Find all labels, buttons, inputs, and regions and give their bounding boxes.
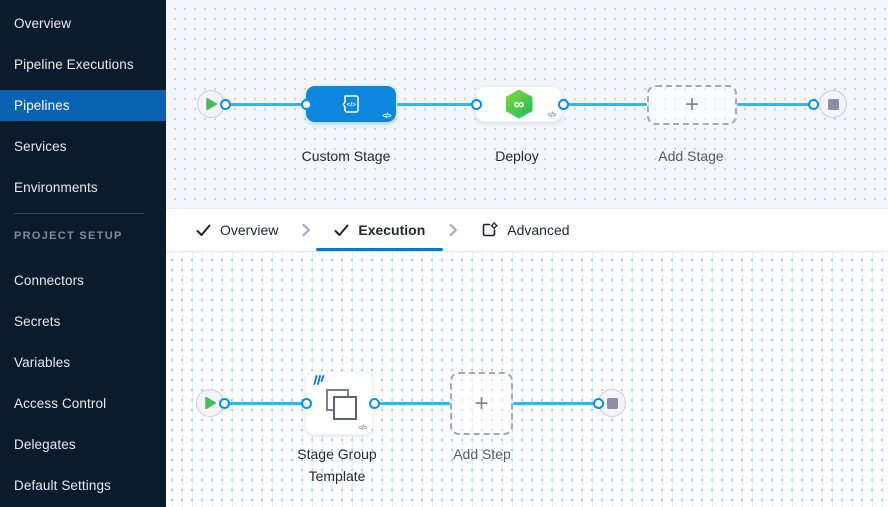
pipeline-studio-main: </> </> ∞ </> + (166, 0, 888, 507)
sidebar-section-project-setup: PROJECT SETUP (14, 230, 123, 242)
connector-dot[interactable] (368, 397, 380, 409)
connector-dot[interactable] (300, 98, 312, 110)
code-view-badge: </> (358, 425, 367, 432)
sidebar-item-access-control[interactable]: Access Control (14, 396, 107, 411)
stop-icon (606, 397, 618, 409)
play-icon (205, 98, 217, 110)
connector-dot[interactable] (300, 397, 312, 409)
play-icon (204, 397, 216, 409)
chevron-right-icon (447, 223, 459, 237)
stage-config-tabbar: Overview Execution (166, 208, 888, 252)
sidebar-item-variables[interactable]: Variables (14, 355, 71, 370)
code-view-badge: </> (547, 112, 556, 119)
connector-dot[interactable] (807, 98, 819, 110)
add-stage-label: Add Stage (658, 148, 724, 164)
plus-icon: + (474, 389, 489, 417)
custom-stage-node[interactable]: </> </> (306, 86, 396, 122)
add-step-label: Add Step (453, 446, 511, 462)
pipeline-edge (737, 102, 813, 106)
deploy-stage-label: Deploy (495, 148, 539, 164)
pipeline-edge (563, 102, 647, 106)
tab-execution[interactable]: Execution (306, 209, 453, 251)
add-stage-button[interactable]: + (647, 85, 737, 125)
pipeline-edge (225, 102, 306, 106)
sidebar-item-pipelines[interactable]: Pipelines (0, 90, 166, 121)
tab-execution-label: Execution (358, 222, 426, 238)
template-badge-icon (313, 375, 325, 385)
sidebar-item-delegates[interactable]: Delegates (14, 437, 76, 452)
sidebar-item-default-settings[interactable]: Default Settings (14, 478, 111, 493)
pipeline-end-node (819, 90, 847, 118)
stage-group-template-node[interactable]: </> (305, 371, 373, 435)
pipeline-edge (224, 401, 306, 405)
sidebar-item-overview[interactable]: Overview (14, 16, 72, 31)
sidebar-divider (14, 213, 144, 214)
advanced-icon (482, 222, 499, 237)
pipeline-edge (513, 401, 598, 405)
connector-dot[interactable] (557, 98, 569, 110)
pipeline-edge (397, 102, 476, 106)
tab-overview[interactable]: Overview (168, 209, 306, 251)
deploy-stage-node[interactable]: ∞ </> (476, 86, 562, 122)
stage-canvas: </> </> ∞ </> + (166, 0, 888, 208)
tab-advanced[interactable]: Advanced (453, 209, 597, 251)
add-step-button[interactable]: + (450, 372, 513, 435)
stage-group-icon (326, 389, 357, 420)
sidebar-item-environments[interactable]: Environments (14, 180, 98, 195)
tab-advanced-label: Advanced (507, 222, 570, 238)
chevron-right-icon (300, 223, 312, 237)
code-view-badge: </> (382, 113, 391, 120)
stage-group-template-label: Stage Group Template (297, 446, 377, 484)
pipeline-edge (373, 401, 450, 405)
connector-dot[interactable] (592, 397, 604, 409)
tab-overview-label: Overview (220, 222, 279, 238)
sidebar-item-pipeline-executions[interactable]: Pipeline Executions (14, 57, 134, 72)
custom-stage-icon: </> (342, 95, 359, 113)
custom-stage-label: Custom Stage (301, 148, 391, 164)
connector-dot[interactable] (218, 397, 230, 409)
sidebar: Overview Pipeline Executions Pipelines S… (0, 0, 166, 507)
cd-deploy-icon: ∞ (505, 89, 533, 119)
plus-icon: + (684, 91, 699, 118)
connector-dot[interactable] (470, 98, 482, 110)
check-icon (196, 224, 211, 236)
svg-text:</>: </> (347, 102, 357, 109)
sidebar-item-services[interactable]: Services (14, 139, 67, 154)
infinity-glyph: ∞ (513, 95, 525, 113)
check-icon (334, 224, 349, 236)
stop-icon (827, 98, 839, 110)
execution-canvas: </> + Stage Group Template Add Step (166, 252, 888, 507)
sidebar-item-secrets[interactable]: Secrets (14, 314, 61, 329)
sidebar-item-connectors[interactable]: Connectors (14, 273, 85, 288)
connector-dot[interactable] (219, 98, 231, 110)
